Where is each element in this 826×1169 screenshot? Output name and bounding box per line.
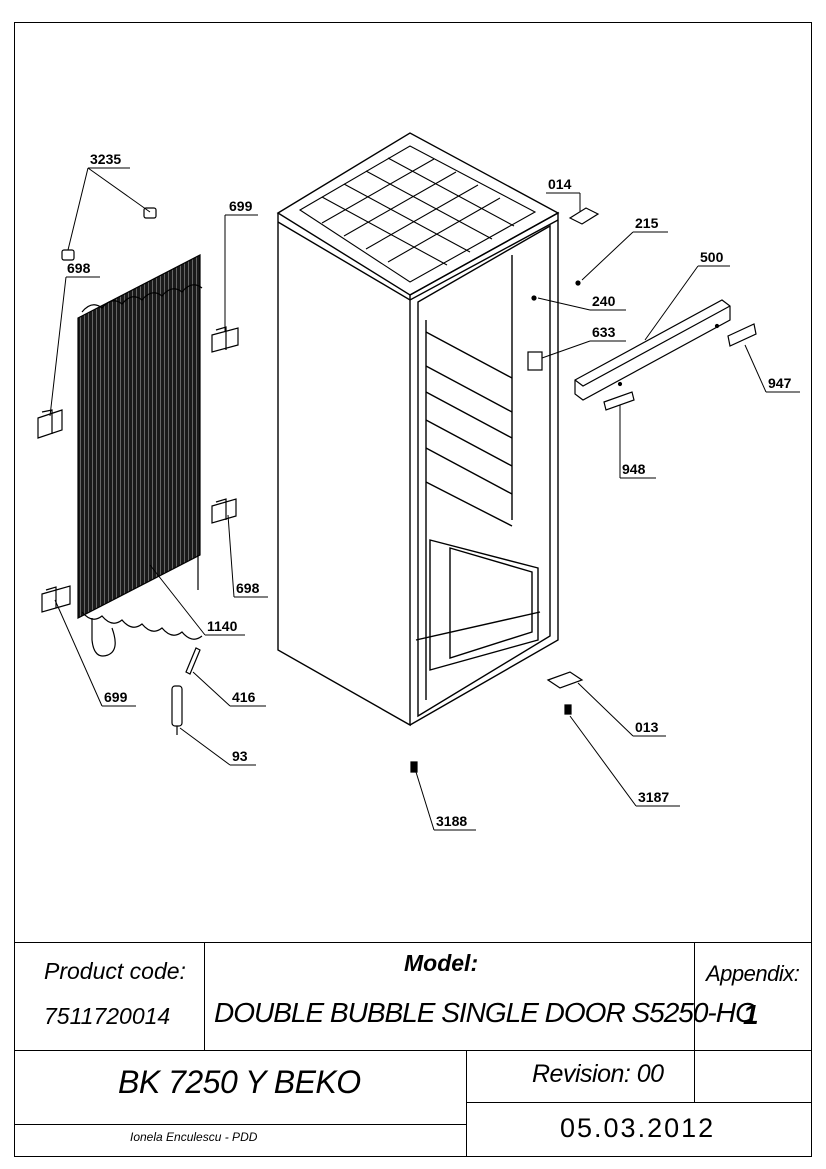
product-code-value: 7511720014 (44, 1003, 171, 1029)
part-633 (527, 351, 543, 371)
plug-3235-bottom (61, 249, 75, 261)
screw-215 (575, 280, 581, 286)
title-block-divider-v2 (694, 942, 695, 1102)
title-block-divider-h1 (14, 1050, 812, 1051)
part-label-3235: 3235 (90, 151, 121, 167)
hinge-014 (568, 207, 600, 225)
product-name: BK 7250 Y BEKO (118, 1064, 361, 1100)
bracket-698-right (211, 498, 237, 524)
top-cover-500 (574, 299, 731, 401)
hinge-013 (546, 671, 584, 689)
part-label-699: 699 (229, 198, 253, 214)
revision: Revision: 00 (532, 1060, 664, 1088)
capillary-tube (185, 647, 201, 675)
foot-3188 (410, 761, 418, 773)
appendix-value: 1 (743, 999, 759, 1030)
author: Ionela Enculescu - PDD (130, 1130, 258, 1144)
part-label-698: 698 (67, 260, 91, 276)
drawing-date: 05.03.2012 (560, 1113, 716, 1143)
part-948 (603, 391, 635, 411)
small-parts (37, 207, 757, 773)
bracket-699-top (211, 326, 239, 353)
part-label-698: 698 (236, 580, 260, 596)
title-block-divider-v3 (466, 1050, 467, 1157)
title-block-outer (14, 942, 812, 1157)
filter-drier (171, 685, 183, 727)
part-label-3187: 3187 (638, 789, 669, 805)
part-label-699: 699 (104, 689, 128, 705)
title-block-divider-h3 (14, 1124, 466, 1125)
part-label-948: 948 (622, 461, 646, 477)
condenser-coil (77, 254, 203, 657)
refrigerator-cabinet (276, 132, 560, 727)
appendix-label: Appendix: (706, 961, 800, 986)
plug-3235-top (143, 207, 157, 219)
part-label-013: 013 (635, 719, 659, 735)
bracket-699-bottom (41, 585, 71, 613)
model-label: Model: (404, 950, 479, 976)
part-label-500: 500 (700, 249, 724, 265)
screw-240 (531, 295, 537, 301)
bracket-698-left (37, 409, 63, 439)
part-label-215: 215 (635, 215, 659, 231)
part-label-240: 240 (592, 293, 616, 309)
top-bubble-grid (298, 145, 537, 283)
title-block-divider-h2 (466, 1102, 812, 1103)
part-label-416: 416 (232, 689, 256, 705)
part-label-3188: 3188 (436, 813, 467, 829)
model-name: DOUBLE BUBBLE SINGLE DOOR S5250-HC (214, 997, 755, 1028)
part-947 (727, 323, 757, 347)
callout-labels: 3235 698 699 698 1140 699 416 93 014 215 500 240 633… (67, 151, 792, 829)
part-label-014: 014 (548, 176, 572, 192)
part-label-947: 947 (768, 375, 792, 391)
product-code-label: Product code: (44, 958, 186, 984)
part-label-1140: 1140 (207, 618, 238, 634)
part-label-633: 633 (592, 324, 616, 340)
drawing-frame (14, 22, 812, 1157)
title-block-divider-v1 (204, 942, 205, 1050)
foot-3187 (564, 704, 572, 715)
callout-layer (49, 167, 800, 831)
part-label-93: 93 (232, 748, 248, 764)
